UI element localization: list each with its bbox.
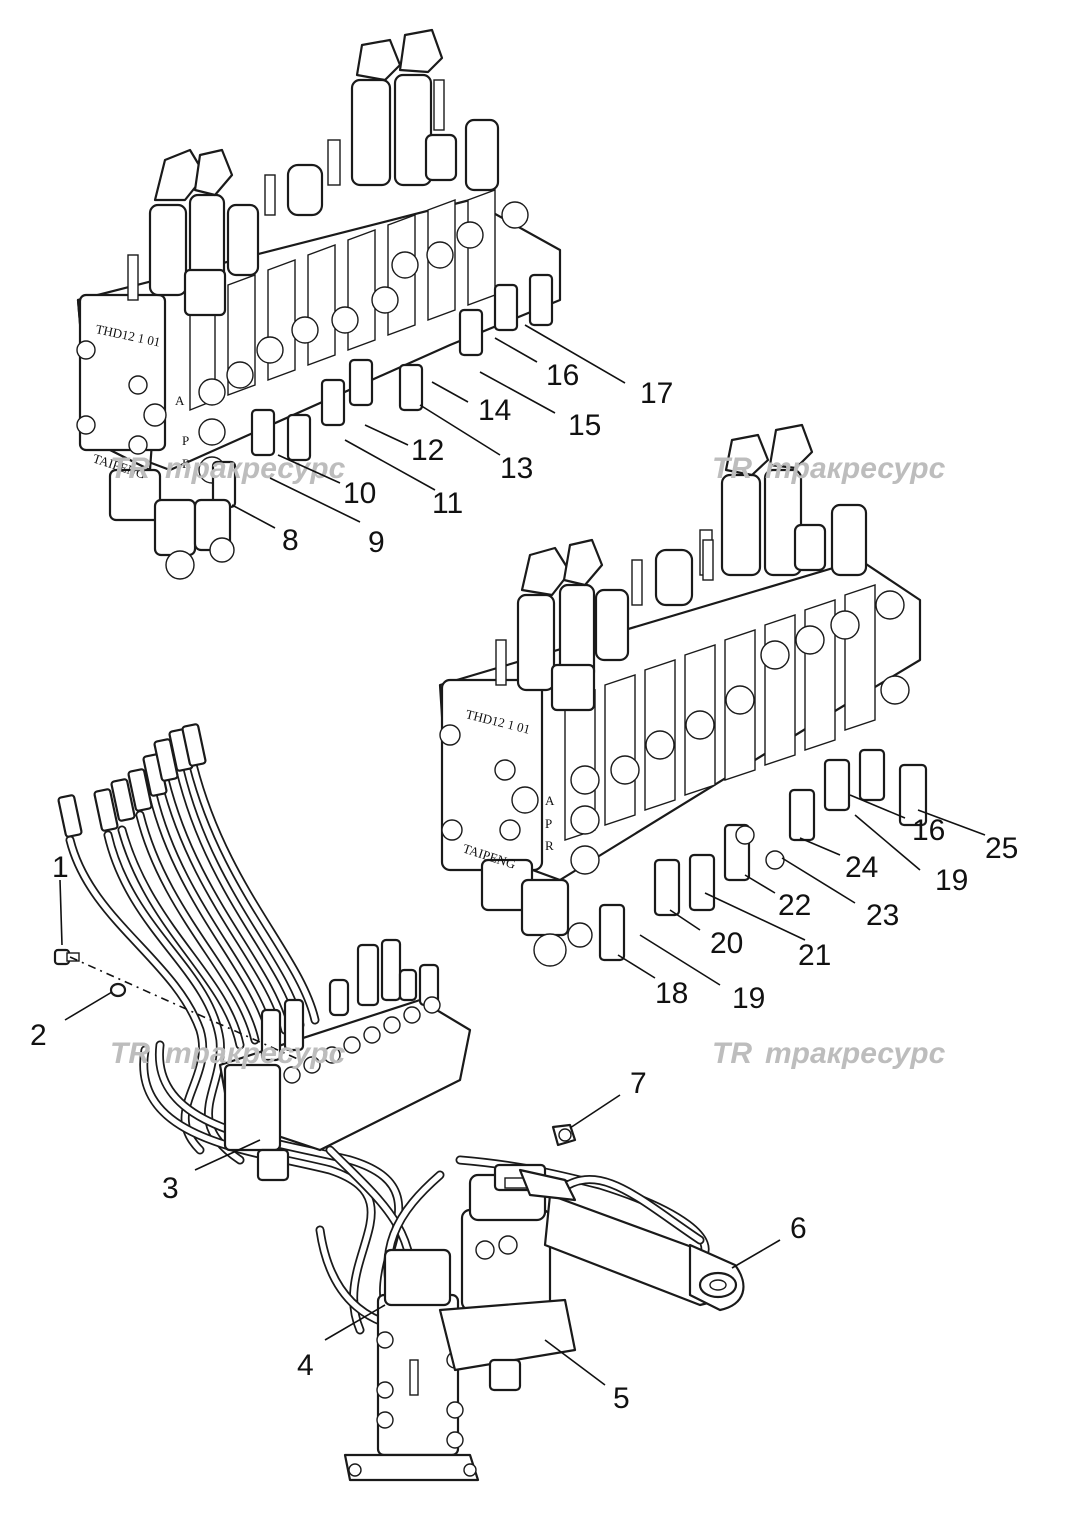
port-letter-p-top: P	[182, 433, 189, 448]
watermark-logo: TR	[110, 452, 150, 485]
callout-1: 1	[52, 851, 69, 884]
callout-16: 16	[546, 359, 579, 392]
watermark-logo: TR	[712, 1037, 752, 1070]
hose-fittings-top	[198, 201, 554, 509]
watermark-text: тракресурс	[165, 1037, 346, 1070]
leader-lines	[59, 324, 986, 1386]
callout-9: 9	[368, 526, 385, 559]
callout-6: 6	[790, 1212, 807, 1245]
callout-19b: 19	[935, 864, 968, 897]
bolt	[53, 948, 80, 966]
callout-7: 7	[630, 1067, 647, 1100]
callout-3: 3	[162, 1172, 179, 1205]
port-letter-a-top: A	[175, 393, 185, 408]
elbow-fitting	[551, 1123, 577, 1147]
callout-14: 14	[478, 394, 511, 427]
port-letter-r-top: R	[182, 456, 191, 471]
hose-assembly-bottom	[53, 723, 745, 1482]
port-letter-p-right: P	[545, 816, 552, 831]
watermark-logo: TR	[110, 1037, 150, 1070]
callout-4: 4	[297, 1349, 314, 1382]
valve-sections-right	[564, 584, 876, 841]
callout-10: 10	[343, 477, 376, 510]
watermark-left-bottom: TR тракресурс	[110, 1037, 346, 1070]
callout-22: 22	[778, 889, 811, 922]
callout-21: 21	[798, 939, 831, 972]
callout-19: 19	[732, 982, 765, 1015]
solenoid-caps-top	[127, 28, 500, 317]
control-valve-view-top: THD12 1 01 TAIPENG A P R	[76, 28, 562, 580]
swivel-manifold	[343, 1248, 480, 1482]
callout-2: 2	[30, 1019, 47, 1052]
callout-8: 8	[282, 524, 299, 557]
callout-13: 13	[500, 452, 533, 485]
watermark-text: тракресурс	[765, 1037, 946, 1070]
callout-numbers: 1 2 3 4 5 6 7 8 9 10 11 12 13 14 15 16 1…	[30, 359, 1018, 1415]
watermark-left-top: TR тракресурс	[110, 452, 346, 485]
callout-15: 15	[568, 409, 601, 442]
solenoid-caps-right	[495, 423, 868, 712]
watermark-logo: TR	[712, 452, 752, 485]
callout-11: 11	[432, 487, 463, 520]
watermarks: TR тракресурс TR тракресурс TR тракресур…	[110, 452, 946, 1070]
callout-18: 18	[655, 977, 688, 1010]
washer	[109, 982, 127, 998]
watermark-right-top: TR тракресурс	[712, 452, 946, 485]
callout-25: 25	[985, 832, 1018, 865]
watermark-text: тракресурс	[765, 452, 946, 485]
callout-20: 20	[710, 927, 743, 960]
valve-block-small	[218, 938, 472, 1182]
callout-24: 24	[845, 851, 878, 884]
port-letter-r-right: R	[545, 838, 554, 853]
callout-12: 12	[411, 434, 444, 467]
watermark-right-bottom: TR тракресурс	[712, 1037, 946, 1070]
control-valve-view-right: THD12 1 01 TAIPENG A P R	[438, 423, 928, 967]
callout-5: 5	[613, 1382, 630, 1415]
callout-17: 17	[640, 377, 673, 410]
callout-23: 23	[866, 899, 899, 932]
hose-fittings-right	[570, 590, 928, 962]
watermark-text: тракресурс	[165, 452, 346, 485]
callout-16b: 16	[912, 814, 945, 847]
port-letter-a-right: A	[545, 793, 555, 808]
hydraulic-cylinder	[518, 1168, 745, 1312]
